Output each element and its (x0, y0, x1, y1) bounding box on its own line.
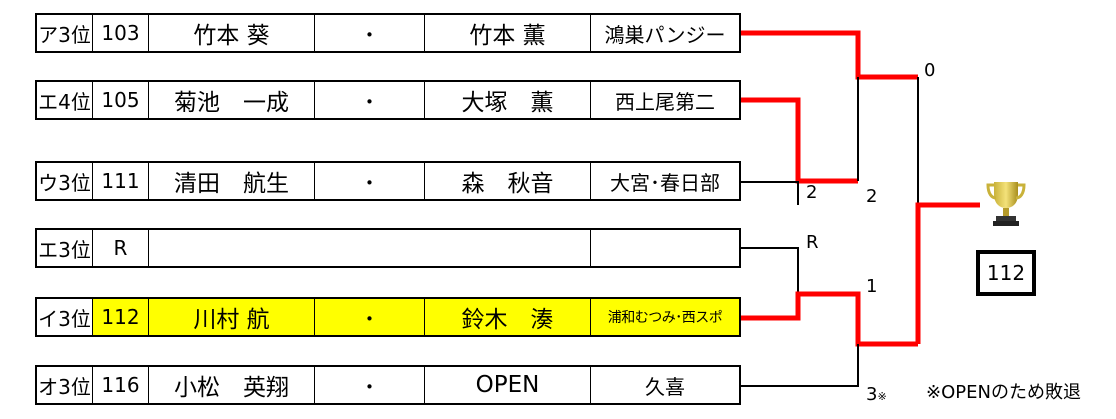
number-cell: 112 (93, 299, 149, 335)
line-116 (741, 344, 859, 387)
rank-cell: ウ3位 (37, 163, 93, 199)
score-label: 1 (866, 276, 878, 297)
note-mark: ※ (877, 390, 887, 403)
line-R (741, 247, 799, 294)
player2-cell: 鈴木 湊 (425, 299, 591, 335)
line-final-win (915, 202, 980, 344)
team-cell: 浦和むつみ･西スポ (591, 299, 739, 335)
separator-cell: ・ (315, 299, 425, 335)
score-label: 2 (806, 182, 818, 203)
player2-cell: 大塚 薫 (425, 82, 591, 118)
number-cell: R (93, 230, 149, 266)
separator-cell: ・ (315, 15, 425, 51)
number-cell: 116 (93, 367, 149, 403)
trophy-icon (986, 182, 1026, 226)
team-cell: 久喜 (645, 374, 685, 399)
team-cell: 大宮･春日部 (610, 170, 720, 195)
table-row: エ3位 R (35, 228, 741, 268)
table-row: オ3位 116 小松 英翔 ・ OPEN 久喜 (35, 365, 741, 405)
separator-cell: ・ (315, 163, 425, 199)
team-cell (591, 230, 739, 266)
table-row: ア3位 103 竹本 葵 ・ 竹本 薫 鴻巣パンジー (35, 13, 741, 53)
player2-cell: 森 秋音 (425, 163, 591, 199)
number-cell: 105 (93, 82, 149, 118)
rank-cell: ア3位 (37, 15, 93, 51)
player1-cell (149, 230, 591, 266)
footnote: ※OPENのため敗退 (926, 382, 1081, 403)
table-row: エ4位 105 菊池 一成 ・ 大塚 薫 西上尾第二 (35, 80, 741, 120)
line-112-win (741, 291, 918, 347)
team-cell: 西上尾第二 (615, 89, 715, 114)
player1-cell: 竹本 葵 (149, 15, 315, 51)
number-cell: 103 (93, 15, 149, 51)
line-105-win (741, 97, 858, 184)
rank-cell: エ3位 (37, 230, 93, 266)
score-label: 2 (866, 186, 878, 207)
player1-cell: 菊池 一成 (149, 82, 315, 118)
number-cell: 111 (93, 163, 149, 199)
player2-cell: OPEN (425, 367, 591, 403)
player1-cell: 小松 英翔 (149, 367, 315, 403)
rank-cell: オ3位 (37, 367, 93, 403)
rank-cell: イ3位 (37, 299, 93, 335)
player1-cell: 川村 航 (149, 299, 315, 335)
winner-box: 112 (976, 250, 1036, 296)
separator-cell: ・ (315, 82, 425, 118)
table-row: ウ3位 111 清田 航生 ・ 森 秋音 大宮･春日部 (35, 161, 741, 201)
score-label: 3※ (866, 384, 887, 405)
line-103-win (741, 30, 918, 80)
team-cell: 鴻巣パンジー (604, 22, 726, 47)
separator-cell: ・ (315, 367, 425, 403)
player1-cell: 清田 航生 (149, 163, 315, 199)
score-label: 0 (924, 60, 936, 81)
rank-cell: エ4位 (37, 82, 93, 118)
line-111 (741, 181, 799, 205)
player2-cell: 竹本 薫 (425, 15, 591, 51)
score-label: R (806, 232, 819, 253)
table-row-highlighted: イ3位 112 川村 航 ・ 鈴木 湊 浦和むつみ･西スポ (35, 297, 741, 337)
